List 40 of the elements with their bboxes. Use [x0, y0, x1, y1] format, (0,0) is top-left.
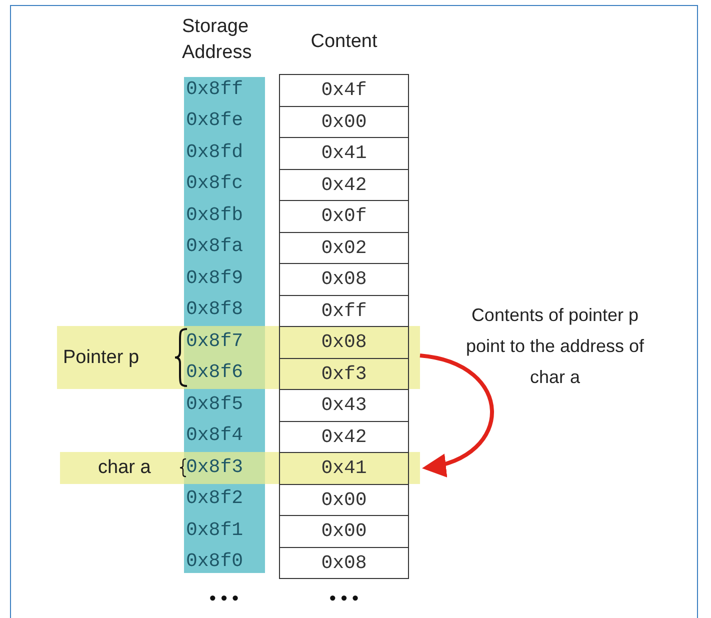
address-text: 0x8f9 — [186, 268, 244, 288]
memory-cell: 0x02 — [279, 232, 409, 264]
address-text: 0x8f7 — [186, 332, 244, 351]
address-text: 0x8f1 — [186, 520, 244, 540]
memory-cell: 0x41 — [279, 137, 409, 170]
address-text: 0x8f8 — [186, 300, 244, 320]
ellipsis-text: • • • — [208, 587, 240, 610]
address-text: 0x8fc — [186, 174, 244, 194]
address-text: 0x8fa — [186, 237, 244, 256]
memory-cell: 0x08 — [279, 263, 409, 296]
memory-cell: 0x42 — [279, 168, 409, 201]
address-text: 0x8f0 — [186, 552, 244, 572]
address-text: 0x8f2 — [186, 489, 244, 508]
memory-cell: 0x08 — [279, 326, 409, 358]
memory-cell: 0x00 — [279, 515, 409, 548]
address-text: 0x8ff — [186, 80, 244, 99]
column-header: Storage Address — [182, 15, 253, 65]
memory-cell: 0x08 — [279, 546, 409, 579]
memory-cell: 0x00 — [279, 106, 409, 138]
highlight-band — [57, 326, 420, 389]
memory-cell: 0x4f — [279, 74, 409, 106]
address-text: 0x8f4 — [186, 426, 244, 446]
annotation-text: Contents of pointer p point to the address of char a — [464, 304, 646, 389]
variable-label: Pointer p — [63, 348, 140, 366]
variable-label: char a — [98, 458, 151, 477]
memory-cell: 0x43 — [279, 389, 409, 422]
memory-cell: 0x00 — [279, 484, 409, 516]
address-text: 0x8f5 — [186, 394, 244, 414]
address-text: 0x8f6 — [186, 363, 244, 382]
ellipsis-text: • • • — [328, 587, 360, 610]
memory-cell: 0xff — [279, 294, 409, 327]
address-text: 0x8fd — [186, 142, 244, 162]
curved-arrow — [420, 354, 494, 476]
column-header: Content — [310, 30, 378, 54]
address-text: 0x8fb — [186, 206, 244, 225]
highlight-band — [60, 452, 420, 484]
memory-cell: 0x42 — [279, 420, 409, 453]
memory-cell: 0x0f — [279, 200, 409, 232]
address-text: 0x8fe — [186, 111, 244, 130]
address-text: 0x8f3 — [186, 458, 244, 477]
